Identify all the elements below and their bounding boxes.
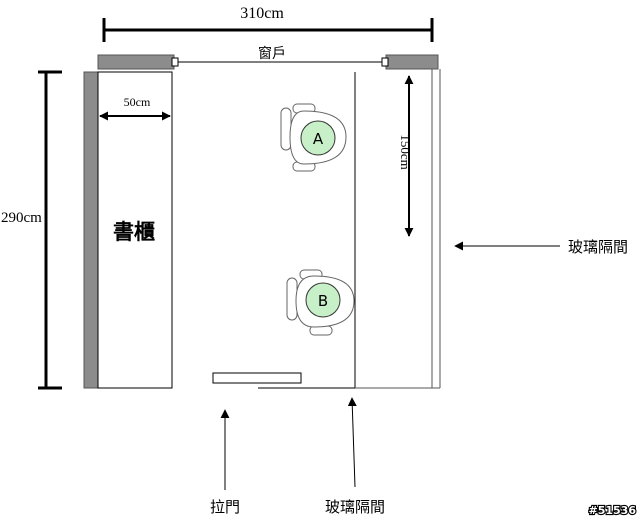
partition-height-label: 150cm: [398, 134, 413, 169]
chair-a: A: [280, 103, 347, 172]
sliding-door: [212, 372, 355, 389]
chair-b-label: B: [318, 292, 328, 310]
window-right-block: [385, 54, 439, 70]
window-left-block: [97, 54, 175, 70]
left-wall: [83, 71, 99, 389]
right-wall: [431, 69, 441, 388]
window: 窗戶: [97, 45, 439, 70]
glass-partition-right-label: 玻璃隔間: [568, 238, 628, 256]
height-dimension: 290cm: [0, 70, 62, 390]
chair-b: B: [286, 269, 355, 336]
shelf-depth-dimension: 50cm: [99, 95, 171, 121]
bookcase-label: 書櫃: [113, 220, 155, 244]
chair-a-label: A: [313, 130, 324, 148]
glass-partition-bottom-label: 玻璃隔間: [325, 498, 385, 516]
bookcase: [97, 71, 173, 389]
chair-b-seat: [305, 282, 341, 318]
shelf-depth-label: 50cm: [124, 95, 151, 109]
height-dimension-label: 290cm: [1, 210, 42, 226]
window-label: 窗戶: [258, 45, 286, 62]
width-dimension: 310cm: [102, 5, 434, 42]
sliding-door-label: 拉門: [210, 498, 240, 516]
glass-partition-right-callout: 玻璃隔間: [454, 238, 628, 256]
sliding-door-callout: 拉門: [210, 409, 240, 516]
partition-height-dimension: 150cm: [398, 75, 414, 237]
width-dimension-label: 310cm: [240, 5, 284, 22]
chair-a-seat: [300, 120, 336, 156]
watermark: #51536: [589, 504, 637, 517]
glass-partition-bottom-callout: 玻璃隔間: [325, 397, 385, 516]
sliding-door-panel: [212, 372, 302, 384]
